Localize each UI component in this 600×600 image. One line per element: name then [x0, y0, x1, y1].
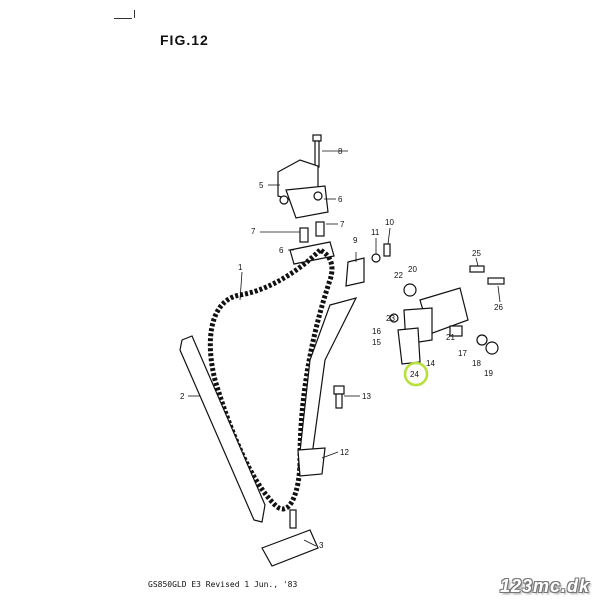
callout-26: 26: [494, 303, 503, 312]
callout-6: 6: [279, 246, 284, 255]
callout-22: 22: [394, 271, 403, 280]
callout-7: 7: [251, 227, 256, 236]
spacer-7: [299, 221, 325, 243]
highlight-circle: [403, 361, 429, 387]
diagram-footer: GS850GLD E3 Revised 1 Jun., '83: [148, 580, 298, 589]
chain-guide-rear-2: [179, 335, 266, 523]
callout-6: 6: [338, 195, 343, 204]
callout-8: 8: [338, 147, 343, 156]
damper-9: [345, 257, 365, 287]
watermark-logo: 123mc.dk: [499, 576, 590, 596]
corner-mark: [114, 18, 132, 19]
callout-21: 21: [446, 333, 455, 342]
callout-3: 3: [319, 541, 324, 550]
callout-11: 11: [371, 228, 380, 237]
callout-24: 24: [410, 370, 419, 379]
chain-tensioner-guide-12: [297, 297, 358, 477]
bolt-13: [333, 385, 345, 409]
leader-lines: [188, 150, 501, 547]
callout-5: 5: [259, 181, 264, 190]
figure-title: FIG.12: [160, 32, 209, 48]
guide-bottom-3: [261, 509, 319, 567]
callout-15: 15: [372, 338, 381, 347]
chain-guide-upper-5: [277, 159, 329, 219]
callout-1: 1: [238, 263, 243, 272]
callout-7: 7: [340, 220, 345, 229]
callout-20: 20: [408, 265, 417, 274]
callout-10: 10: [385, 218, 394, 227]
callout-9: 9: [353, 236, 358, 245]
callout-17: 17: [458, 349, 467, 358]
guide-plate-6: [289, 241, 335, 265]
callout-13: 13: [362, 392, 371, 401]
callout-12: 12: [340, 448, 349, 457]
callout-23: 23: [386, 314, 395, 323]
cam-chain-1: [207, 246, 335, 512]
callout-14: 14: [426, 359, 435, 368]
callout-16: 16: [372, 327, 381, 336]
callout-2: 2: [180, 392, 185, 401]
callout-25: 25: [472, 249, 481, 258]
callout-18: 18: [472, 359, 481, 368]
bolt-8: [312, 134, 322, 168]
corner-mark: [134, 10, 135, 18]
cam-chain-tensioner-assembly: [371, 243, 505, 365]
callout-19: 19: [484, 369, 493, 378]
